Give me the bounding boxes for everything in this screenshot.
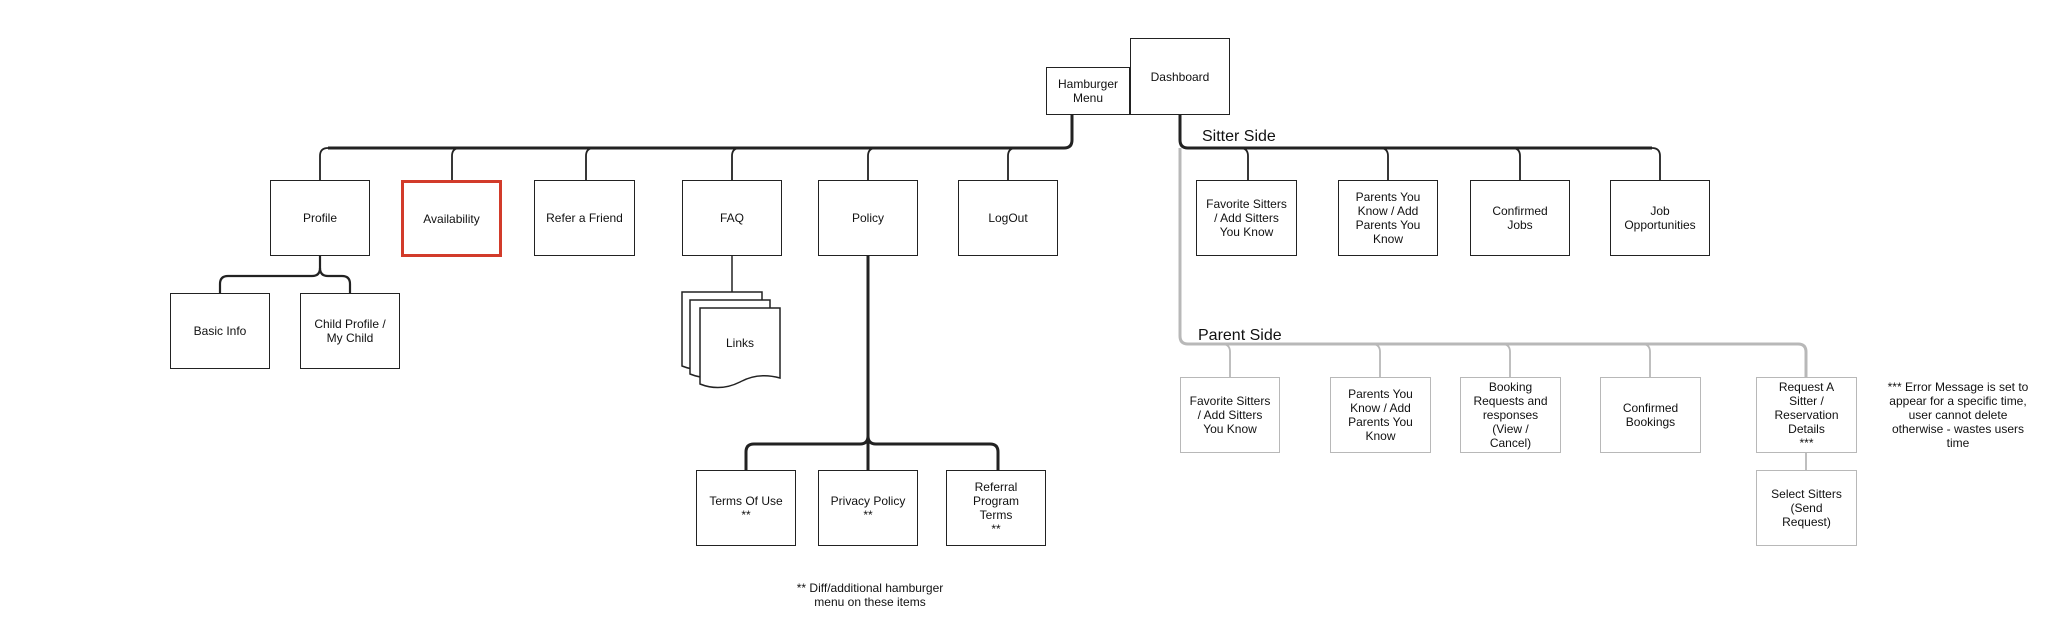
logout-node: LogOut <box>958 180 1058 256</box>
referral-program-terms-node: Referral Program Terms ** <box>946 470 1046 546</box>
request-a-sitter-node: Request A Sitter / Reservation Details *… <box>1756 377 1857 453</box>
hamburger-connectors <box>328 115 1074 150</box>
select-sitters-node: Select Sitters (Send Request) <box>1756 470 1857 546</box>
faq-node: FAQ <box>682 180 782 256</box>
hamburger-menu-note: ** Diff/additional hamburger menu on the… <box>796 581 944 609</box>
sitter-side-label: Sitter Side <box>1202 128 1276 145</box>
policy-node: Policy <box>818 180 918 256</box>
parent-parents-you-know-node: Parents You Know / Add Parents You Know <box>1330 377 1431 453</box>
sitter-parents-you-know-node: Parents You Know / Add Parents You Know <box>1338 180 1438 256</box>
error-message-note: *** Error Message is set to appear for a… <box>1887 380 2029 450</box>
job-opportunities-node: Job Opportunities <box>1610 180 1710 256</box>
booking-requests-node: Booking Requests and responses (View / C… <box>1460 377 1561 453</box>
policy-connectors <box>744 256 1000 470</box>
basic-info-node: Basic Info <box>170 293 270 369</box>
links-node: Links <box>725 336 754 350</box>
hamburger-menu-node: Hamburger Menu <box>1046 67 1130 115</box>
confirmed-jobs-node: Confirmed Jobs <box>1470 180 1570 256</box>
profile-connectors <box>218 256 352 293</box>
child-profile-node: Child Profile / My Child <box>300 293 400 369</box>
sitter-side-connectors <box>1178 115 1652 150</box>
parent-side-connectors <box>1178 148 1808 377</box>
dashboard-node: Dashboard <box>1130 38 1230 115</box>
privacy-policy-node: Privacy Policy ** <box>818 470 918 546</box>
parent-favorite-sitters-node: Favorite Sitters / Add Sitters You Know <box>1180 377 1280 453</box>
parent-side-drops <box>1221 343 1807 470</box>
profile-node: Profile <box>270 180 370 256</box>
sitter-favorite-sitters-node: Favorite Sitters / Add Sitters You Know <box>1196 180 1297 256</box>
refer-a-friend-node: Refer a Friend <box>534 180 635 256</box>
links-document-stack <box>681 291 781 389</box>
confirmed-bookings-node: Confirmed Bookings <box>1600 377 1701 453</box>
sitter-side-drops <box>1239 147 1661 180</box>
parent-side-label: Parent Side <box>1198 327 1282 344</box>
hamburger-drops <box>319 147 1017 180</box>
availability-node: Availability <box>401 180 502 257</box>
terms-of-use-node: Terms Of Use ** <box>696 470 796 546</box>
